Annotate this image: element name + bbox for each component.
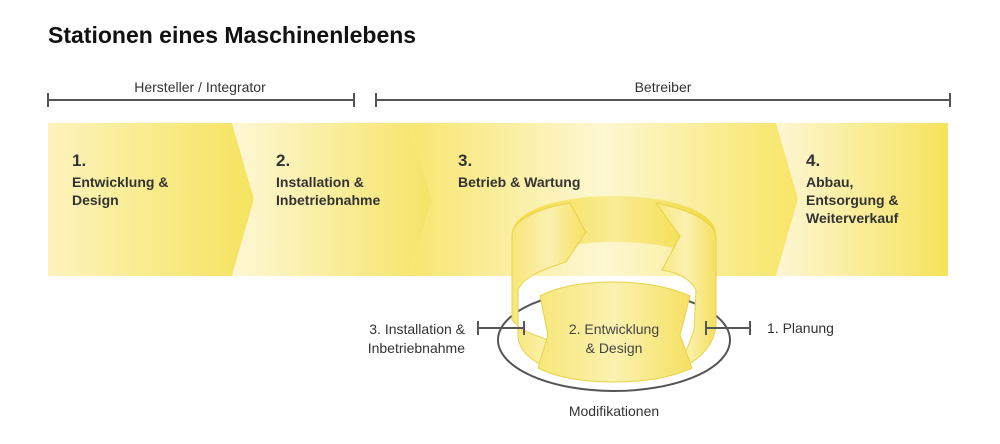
loop-left-label: 3. Installation & Inbetriebnahme [320,320,465,358]
stage-1-line-1: Entwicklung & [72,174,169,190]
bracket-hersteller [47,93,355,107]
stage-3-line-1: Betrieb & Wartung [458,174,581,190]
stage-2-arrow [232,123,432,276]
loop-left-line-2: Inbetriebnahme [367,340,465,356]
stage-4-arrow [776,123,948,276]
page-title: Stationen eines Maschinenlebens [48,22,417,48]
stage-1-number: 1. [72,151,87,170]
stage-2-line-1: Installation & [276,174,364,190]
stage-1-line-2: Design [72,192,119,208]
stage-2-number: 2. [276,151,291,170]
stage-3: 3. Betrieb & Wartung [458,151,580,191]
stage-4-number: 4. [806,151,821,170]
cylinder-right-segment [654,202,717,369]
loop-center-label: 2. Entwicklung & Design [544,320,684,358]
stage-4-line-3: Weiterverkauf [806,210,899,226]
stage-4: 4. Abbau, Entsorgung & Weiterverkauf [806,151,899,227]
loop-caption: Modifikationen [568,403,660,419]
stage-4-line-2: Entsorgung & [806,192,899,208]
stage-3-number: 3. [458,151,473,170]
loop-left-line-1: 3. Installation & [369,321,465,337]
stage-4-line-1: Abbau, [806,174,854,190]
stage-2-line-2: Inbetriebnahme [276,192,381,208]
loop-right-label: 1. Planung [767,320,834,336]
stage-1-arrow [48,123,254,276]
stage-1: 1. Entwicklung & Design [72,151,168,209]
bracket-betreiber [375,93,951,107]
group-label-hersteller: Hersteller / Integrator [134,79,266,95]
connector-left [477,321,525,335]
group-label-betreiber: Betreiber [634,79,692,95]
connector-right [705,321,751,335]
stage-2: 2. Installation & Inbetriebnahme [276,151,380,209]
loop-center-line-2: & Design [585,340,643,356]
loop-center-line-1: 2. Entwicklung [568,321,660,337]
cylinder-front-segment [537,281,693,383]
